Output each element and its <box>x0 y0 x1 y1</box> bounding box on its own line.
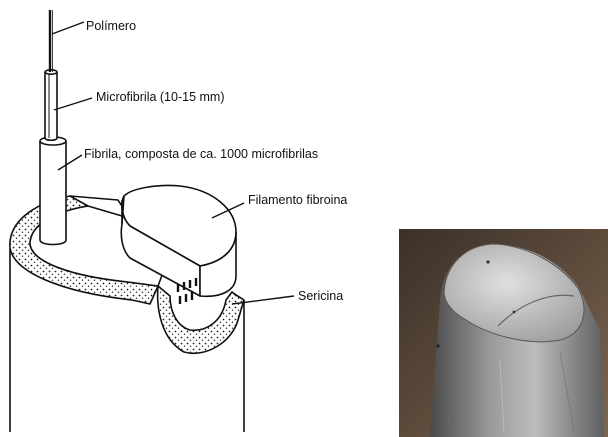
label-sericina: Sericina <box>298 289 343 303</box>
sem-micrograph <box>399 229 608 437</box>
label-filamento-fibroina: Filamento fibroina <box>248 193 347 207</box>
fibril-cylinder <box>40 137 66 245</box>
label-microfibrila: Microfibrila (10-15 mm) <box>96 90 225 104</box>
leader-microfibrila <box>54 98 92 110</box>
leader-polimero <box>52 22 84 34</box>
schematic-drawing <box>10 10 294 432</box>
label-polimero: Polímero <box>86 19 136 33</box>
label-fibrila: Fibrila, composta de ca. 1000 microfibri… <box>84 147 318 161</box>
microfibril-cylinder <box>45 70 57 140</box>
